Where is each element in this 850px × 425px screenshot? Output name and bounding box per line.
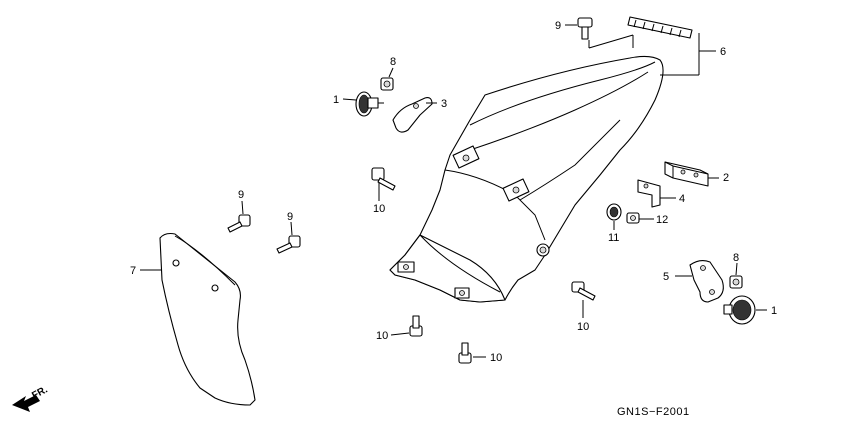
front-direction-label: FR. [30,384,50,401]
leader-lines [140,24,767,358]
callout-5: 5 [663,271,669,283]
callout-1-right: 1 [771,305,777,317]
callout-10-bottom-center: 10 [490,352,502,364]
callout-10-mid: 10 [373,203,385,215]
bolt-10-bottom-center [458,342,472,364]
screw-left-b [276,235,301,254]
callout-11: 11 [608,232,619,244]
rubber-block [664,161,709,187]
reflector-right [723,295,756,325]
reflector-bracket-right [689,259,724,303]
callout-6: 6 [720,46,726,58]
grommet [606,203,622,221]
callout-9-left-b: 9 [287,211,293,223]
stay-plate [637,179,661,208]
callout-3: 3 [441,98,447,110]
callout-9-top: 9 [555,20,561,32]
nut-12 [626,212,640,224]
callout-12: 12 [656,214,668,226]
callout-8-right: 8 [733,252,739,264]
callout-7: 7 [130,265,136,277]
reflector-top [355,91,384,117]
callout-9-left-a: 9 [238,189,244,201]
bolt-10-bottom-left [409,315,423,337]
mud-flap [159,232,256,406]
front-direction-arrow: FR. [12,384,50,412]
nut-right [729,275,743,289]
callout-10-bottom-left: 10 [376,330,388,342]
nut-top [380,77,394,91]
callout-8-top: 8 [390,56,396,68]
bolt-10-right [571,281,596,301]
rear-fender [389,55,664,303]
diagram-code: GN1S−F2001 [617,406,690,418]
callout-10-bottom-right: 10 [577,321,589,333]
rubber-plate [627,16,693,39]
bolt-10-mid [371,167,396,191]
screw-top [577,17,593,40]
callout-1-top: 1 [333,94,339,106]
callout-4: 4 [679,193,685,205]
callout-2: 2 [723,172,729,184]
reflector-bracket-top [392,97,433,133]
screw-left-a [227,214,251,233]
